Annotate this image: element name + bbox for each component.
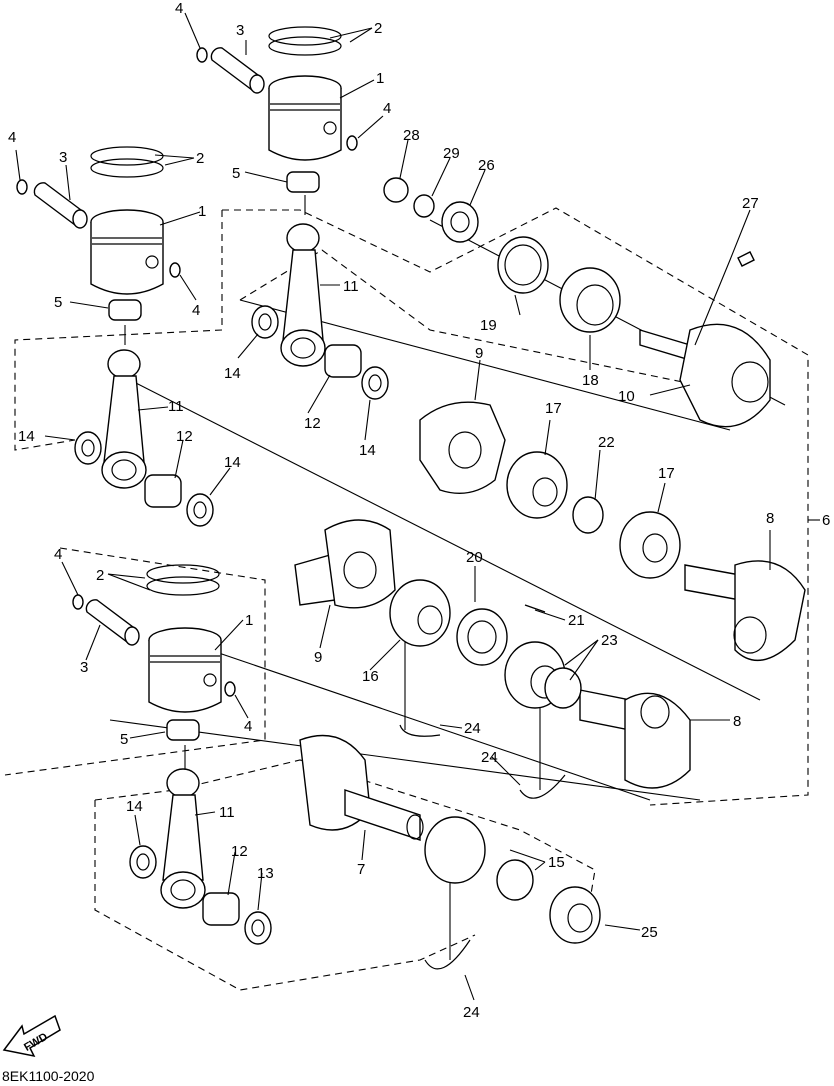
callout-24: 24 [481,749,498,766]
callout-8: 8 [766,510,774,527]
assembly-outline-6 [14,207,809,806]
callout-21: 21 [568,612,585,629]
piston-pin-clips [16,47,358,697]
callout-7: 7 [357,861,365,878]
callout-10: 10 [618,388,635,405]
callout-16: 16 [362,668,379,685]
assembly-outline-middle [4,249,771,776]
callout-4: 4 [383,100,391,117]
callout-14: 14 [224,365,241,382]
callout-14: 14 [224,454,241,471]
callout-11: 11 [343,278,359,295]
diagram-code: 8EK1100-2020 [2,1068,95,1084]
callout-15: 15 [548,854,565,871]
piston-middle [90,209,164,295]
callout-12: 12 [304,415,321,432]
callout-24: 24 [464,720,481,737]
callout-5: 5 [54,294,62,311]
crank-web-8-lower [579,689,691,789]
callout-1: 1 [198,203,206,220]
piston-bottom [148,627,222,713]
callout-5: 5 [232,165,240,182]
callout-4: 4 [175,0,183,17]
callout-18: 18 [582,372,599,389]
callout-20: 20 [466,549,483,566]
callout-19: 19 [480,317,497,334]
callout-labels: 4 3 2 1 4 28 29 26 4 3 2 5 1 27 11 5 4 1… [8,0,830,1021]
callout-27: 27 [742,195,759,212]
callout-3: 3 [59,149,67,166]
crank-web-9-lower [294,519,396,609]
assembly-outline-lower [94,759,596,991]
callout-leader-lines [15,12,820,1001]
callout-29: 29 [443,145,460,162]
connecting-rod-top [280,223,326,367]
callout-11: 11 [219,804,235,821]
bearings-and-seals [383,177,755,970]
callout-23: 23 [601,632,618,649]
callout-4: 4 [54,546,62,563]
callout-5: 5 [120,731,128,748]
callout-14: 14 [126,798,143,815]
callout-8: 8 [733,713,741,730]
callout-14: 14 [359,442,376,459]
callout-25: 25 [641,924,658,941]
callout-9: 9 [475,345,483,362]
big-end-bearings [144,344,362,926]
callout-22: 22 [598,434,615,451]
callout-26: 26 [478,157,495,174]
callout-2: 2 [196,150,204,167]
callout-13: 13 [257,865,274,882]
callout-1: 1 [245,612,253,629]
callout-12: 12 [231,843,248,860]
callout-12: 12 [176,428,193,445]
callout-24: 24 [463,1004,480,1021]
piston-top [268,75,342,161]
thrust-washers [74,305,389,945]
crank-web-8-upper [684,560,806,662]
callout-17: 17 [545,400,562,417]
callout-14: 14 [18,428,35,445]
callout-3: 3 [80,659,88,676]
callout-4: 4 [244,718,252,735]
callout-1: 1 [376,70,384,87]
callout-4: 4 [8,129,16,146]
callout-9: 9 [314,649,322,666]
connecting-rod-middle [101,349,147,489]
callout-4: 4 [192,302,200,319]
callout-11: 11 [168,398,184,415]
crank-web-9-upper [419,401,506,494]
callout-2: 2 [374,20,382,37]
callout-2: 2 [96,567,104,584]
piston-pins [33,47,265,646]
small-end-bearings [108,171,320,741]
callout-17: 17 [658,465,675,482]
connecting-rod-bottom [160,768,206,909]
crank-web-7 [299,734,424,841]
callout-3: 3 [236,22,244,39]
crank-web-10 [639,323,771,428]
callout-28: 28 [403,127,420,144]
fwd-arrow-icon: FWD [2,1014,61,1058]
callout-6: 6 [822,512,830,529]
